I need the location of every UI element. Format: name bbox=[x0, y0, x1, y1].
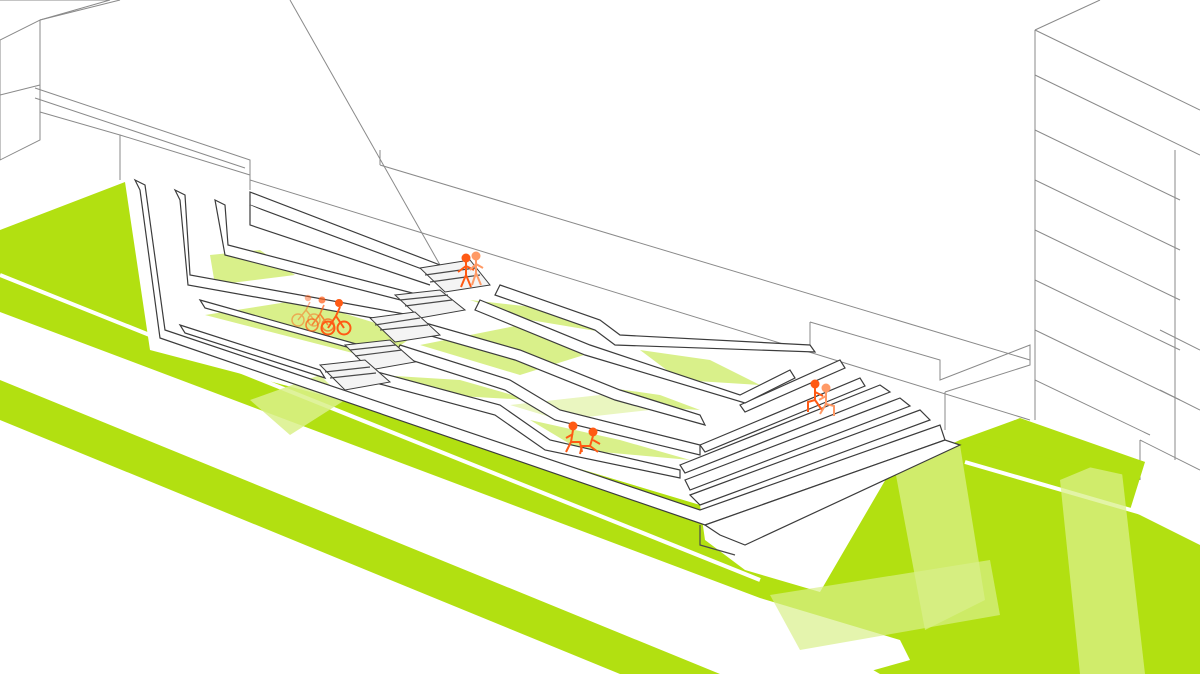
right-building bbox=[1034, 0, 1200, 480]
terrace-lawn-2 bbox=[210, 250, 295, 285]
lawn-lower-band bbox=[0, 380, 720, 674]
person-seated-icon bbox=[579, 427, 601, 455]
person-icon bbox=[457, 253, 475, 288]
person-seated-icon bbox=[807, 379, 824, 412]
person-seated-icon bbox=[818, 383, 835, 416]
person-icon bbox=[469, 251, 484, 286]
terrace-lawn-5 bbox=[380, 375, 530, 400]
lawn bbox=[0, 182, 1200, 674]
path-bottom bbox=[770, 560, 1000, 650]
terrace-lawn-6 bbox=[640, 350, 760, 385]
central-staircase bbox=[318, 259, 491, 391]
people-seated-middle bbox=[565, 421, 601, 455]
left-building bbox=[0, 0, 121, 161]
people bbox=[291, 251, 835, 455]
people-on-stair bbox=[457, 251, 484, 288]
terrace-lawn-8 bbox=[530, 420, 690, 460]
bicycle-icon bbox=[320, 299, 352, 336]
person-seated-icon bbox=[565, 421, 583, 453]
path-right-b bbox=[1060, 455, 1145, 674]
cyclists bbox=[291, 294, 352, 336]
back-wall bbox=[34, 0, 1031, 421]
lawn-main bbox=[0, 182, 1200, 674]
people-seated-right bbox=[807, 379, 835, 416]
road-stripe bbox=[0, 312, 910, 674]
